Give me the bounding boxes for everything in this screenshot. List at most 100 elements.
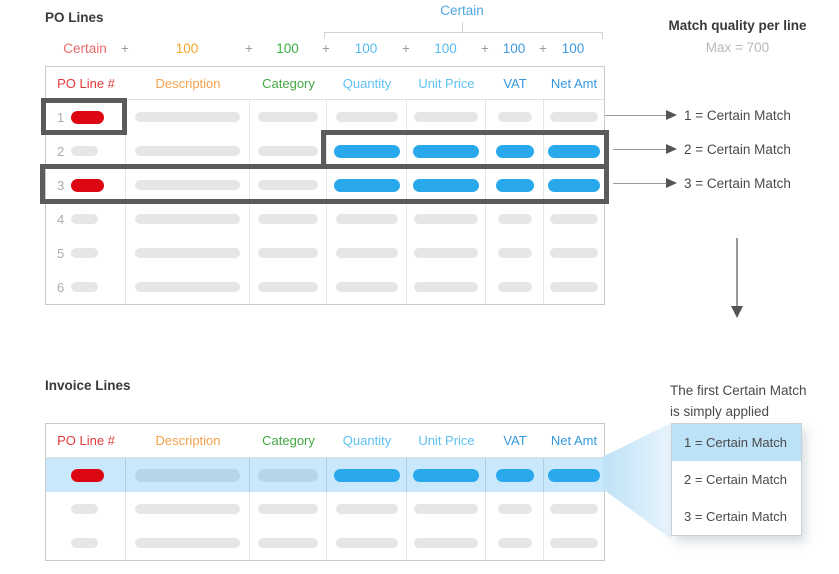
gray-pill-po-line — [71, 538, 98, 548]
gray-pill-vat — [497, 248, 532, 258]
score-plus-sign: + — [121, 41, 129, 56]
po-cell-vat — [486, 202, 544, 236]
po-cell-category — [250, 134, 327, 168]
gray-pill-unit-price — [414, 504, 478, 514]
inv-cell-category — [250, 492, 327, 526]
blue-pill-vat — [495, 178, 534, 192]
po-cell-unit-price — [407, 202, 486, 236]
red-pill-po-line — [71, 110, 104, 124]
gray-pill-quantity — [335, 112, 398, 122]
score-plus-sign: + — [481, 41, 489, 56]
score-plus-sign: + — [245, 41, 253, 56]
row-number: 5 — [57, 245, 65, 261]
gray-pill-quantity — [335, 214, 398, 224]
inv-cell-quantity — [327, 526, 407, 560]
gray-pill-vat — [497, 282, 532, 292]
gray-pill-description — [135, 538, 240, 548]
red-pill-po-line — [71, 468, 104, 482]
po-cell-net-amt — [544, 236, 604, 270]
po-cell-quantity — [327, 100, 407, 134]
bracket-center-tick — [462, 22, 463, 32]
inv-cell-po-line — [46, 526, 126, 560]
match-option-2[interactable]: 2 = Certain Match — [684, 472, 787, 487]
certain-group-label: Certain — [440, 3, 484, 18]
match-option-1-selected[interactable]: 1 = Certain Match — [672, 424, 801, 461]
arrow-row1-line — [605, 115, 666, 116]
blue-pill-net-amt — [548, 144, 600, 158]
arrow-down-line — [736, 238, 738, 306]
po-cell-description — [126, 202, 250, 236]
score-value-unit-price: 100 — [434, 41, 457, 56]
bracket-line — [324, 32, 603, 33]
red-pill-po-line — [71, 178, 104, 192]
po-cell-net-amt — [544, 134, 604, 168]
po-cell-quantity — [327, 202, 407, 236]
po-cell-description — [126, 236, 250, 270]
po-cell-net-amt — [544, 100, 604, 134]
inv-cell-quantity — [327, 458, 407, 492]
highlight-funnel — [603, 423, 671, 539]
gray-pill-unit-price — [414, 214, 478, 224]
row-number: 4 — [57, 211, 65, 227]
inv-cell-unit-price — [407, 458, 486, 492]
po-cell-description — [126, 270, 250, 304]
gray-pill-description — [135, 214, 240, 224]
gray-pill-net-amt — [550, 248, 598, 258]
inv-row-3 — [46, 526, 604, 560]
row-number: 6 — [57, 279, 65, 295]
inv-row-1-highlighted — [46, 458, 604, 492]
gray-pill-net-amt — [550, 538, 598, 548]
col-header-category: Category — [262, 75, 315, 91]
po-cell-vat — [486, 100, 544, 134]
gray-pill-unit-price — [414, 538, 478, 548]
score-plus-sign: + — [402, 41, 410, 56]
gray-pill-category — [258, 248, 318, 258]
arrow-row3-head — [666, 178, 677, 188]
blue-pill-quantity — [333, 178, 400, 192]
arrow-row1-head — [666, 110, 677, 120]
po-cell-quantity — [327, 168, 407, 202]
col-header-po-line: PO Line # — [57, 75, 115, 91]
blue-pill-quantity — [333, 468, 400, 482]
po-cell-vat — [486, 270, 544, 304]
po-cell-category — [250, 236, 327, 270]
gray-pill-description — [135, 248, 240, 258]
po-lines-title: PO Lines — [45, 10, 104, 25]
po-cell-quantity — [327, 236, 407, 270]
po-cell-net-amt — [544, 270, 604, 304]
po-cell-category — [250, 100, 327, 134]
first-match-note: The first Certain Match is simply applie… — [670, 380, 807, 422]
muted-pill-category — [258, 468, 318, 482]
score-value-description: 100 — [175, 41, 199, 56]
row-number: 3 — [57, 177, 65, 193]
gray-pill-category — [258, 282, 318, 292]
gray-pill-vat — [497, 214, 532, 224]
gray-pill-vat — [497, 504, 532, 514]
gray-pill-category — [258, 146, 318, 156]
blue-pill-unit-price — [413, 178, 479, 192]
inv-cell-net-amt — [544, 458, 604, 492]
gray-pill-description — [135, 180, 240, 190]
col-header-description: Description — [155, 75, 221, 91]
first-match-note-line1: The first Certain Match — [670, 383, 807, 398]
score-value-category: 100 — [276, 41, 299, 56]
po-cell-po-line: 4 — [46, 202, 126, 236]
po-cell-description — [126, 100, 250, 134]
inv-cell-category — [250, 458, 327, 492]
inv-cell-description — [126, 492, 250, 526]
score-value-vat: 100 — [502, 41, 526, 56]
inv-cell-vat — [486, 492, 544, 526]
po-cell-po-line: 5 — [46, 236, 126, 270]
inv-cell-unit-price — [407, 526, 486, 560]
row-number: 2 — [57, 143, 65, 159]
gray-pill-description — [135, 112, 240, 122]
match-option-3[interactable]: 3 = Certain Match — [684, 509, 787, 524]
gray-pill-unit-price — [414, 112, 478, 122]
inv-cell-po-line — [46, 458, 126, 492]
po-cell-quantity — [327, 134, 407, 168]
gray-pill-po-line — [71, 214, 98, 224]
po-row-4: 4 — [46, 202, 604, 236]
gray-pill-net-amt — [550, 504, 598, 514]
